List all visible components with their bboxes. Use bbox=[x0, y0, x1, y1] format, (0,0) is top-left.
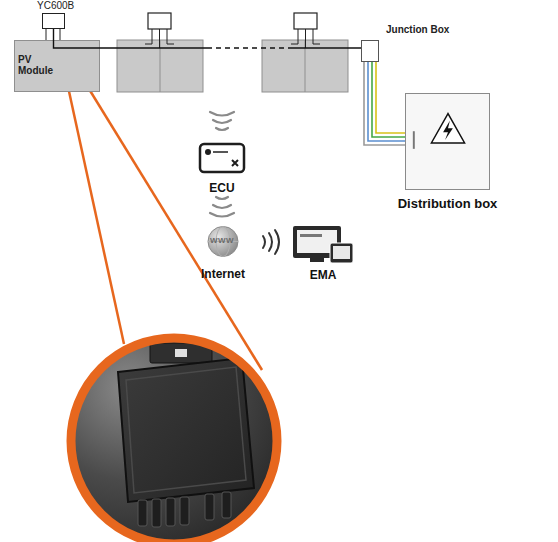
inverter-photo bbox=[60, 330, 290, 542]
junction-box: Junction Box bbox=[361, 40, 379, 62]
ecu-body bbox=[200, 144, 244, 172]
tablet-screen bbox=[333, 246, 350, 259]
cable-connectors bbox=[138, 492, 231, 527]
connector bbox=[138, 500, 147, 526]
node-label: EMA bbox=[310, 268, 337, 282]
inverter-body bbox=[118, 358, 254, 502]
microinverter bbox=[291, 13, 320, 48]
dc-wire bbox=[145, 29, 174, 48]
microinverter bbox=[294, 13, 317, 29]
microinverter bbox=[148, 13, 171, 29]
wave bbox=[210, 213, 234, 217]
connector bbox=[180, 497, 189, 525]
ecu-logo bbox=[205, 149, 211, 155]
node-label: Junction Box bbox=[386, 24, 449, 35]
wave bbox=[210, 112, 234, 116]
monitor-stand bbox=[310, 258, 324, 262]
dc-wire bbox=[291, 29, 320, 48]
ecu-mark bbox=[232, 160, 238, 166]
lightning-bolt bbox=[443, 120, 453, 140]
wave bbox=[213, 205, 231, 208]
globe-text: WWW bbox=[210, 236, 234, 245]
wave bbox=[263, 236, 265, 248]
distribution-box: Distribution box bbox=[405, 93, 490, 190]
ecu-device: ECU bbox=[198, 140, 246, 176]
inverter-bevel bbox=[126, 367, 246, 493]
connector bbox=[54, 29, 362, 48]
globe bbox=[208, 227, 238, 257]
connector-line bbox=[207, 47, 290, 48]
connector bbox=[205, 494, 214, 520]
magnifier-ring bbox=[71, 338, 277, 542]
connector-line bbox=[364, 62, 405, 145]
ema-icon bbox=[292, 225, 354, 265]
node-label: PV Module bbox=[18, 54, 58, 76]
screen-bar bbox=[300, 234, 322, 237]
connector bbox=[166, 498, 175, 526]
node-label: YC600B bbox=[37, 0, 74, 11]
connector-line bbox=[376, 62, 405, 133]
node-label: Distribution box bbox=[398, 196, 498, 211]
connector-line bbox=[54, 29, 208, 48]
connector bbox=[222, 492, 231, 518]
connector bbox=[152, 499, 161, 527]
label-sticker bbox=[175, 349, 187, 357]
microinverter: YC600B bbox=[42, 13, 65, 29]
ecu-mark bbox=[213, 151, 228, 153]
connector-line bbox=[372, 62, 405, 137]
ecu-icon bbox=[198, 140, 246, 176]
distribution-box-icon bbox=[406, 94, 489, 189]
photo-background bbox=[60, 330, 290, 542]
door-handle bbox=[413, 131, 415, 149]
wave bbox=[216, 128, 228, 130]
connector-line bbox=[290, 47, 361, 48]
wave bbox=[213, 120, 231, 123]
warning-triangle bbox=[431, 114, 464, 143]
leader-line bbox=[65, 50, 262, 370]
wireless-waves bbox=[263, 230, 279, 254]
node-label: ECU bbox=[209, 181, 234, 195]
wave bbox=[216, 197, 228, 199]
microinverter bbox=[145, 13, 174, 48]
wireless-waves bbox=[210, 112, 234, 130]
node-label: Internet bbox=[201, 267, 245, 281]
connector-line bbox=[368, 62, 405, 141]
wireless-waves bbox=[210, 197, 234, 217]
wave bbox=[275, 230, 279, 254]
connector bbox=[364, 62, 405, 145]
tablet bbox=[330, 243, 353, 263]
ema-monitor: EMA bbox=[292, 225, 354, 265]
wave bbox=[269, 233, 272, 251]
